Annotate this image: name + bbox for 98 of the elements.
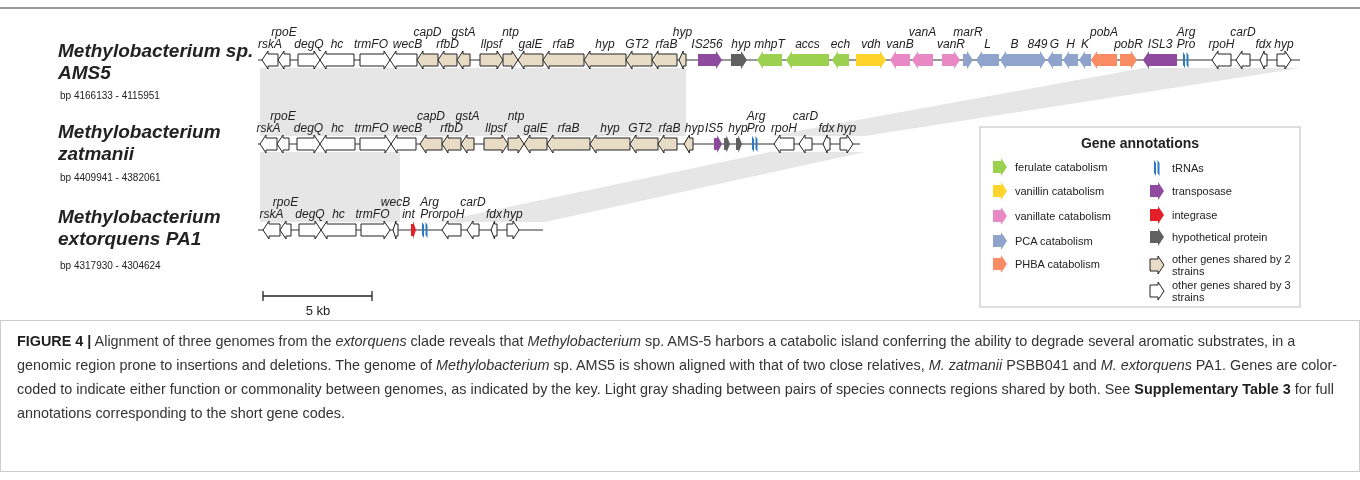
gene-label: galE xyxy=(518,37,543,51)
gene-label: 849 xyxy=(1027,37,1048,51)
coordinate-range: bp 4166133 - 4115951 xyxy=(60,90,160,101)
gene-label: rpoH xyxy=(438,207,465,221)
gene-label: hyp xyxy=(684,121,705,135)
gene-label: B xyxy=(1010,37,1019,51)
gene-label: Pro xyxy=(420,207,439,221)
gene-label: fdx xyxy=(1255,37,1272,51)
gene-label: ntp xyxy=(502,25,519,39)
gene-label: mhpT xyxy=(754,37,785,51)
gene-label: degQ xyxy=(295,207,325,221)
gene-label: degQ xyxy=(294,37,324,51)
gene-label: rfaB xyxy=(658,121,681,135)
gene-label: L xyxy=(984,37,991,51)
coordinate-range: bp 4409941 - 4382061 xyxy=(60,172,161,183)
gene-label: carD xyxy=(792,109,819,123)
gene-label: hyp xyxy=(595,37,615,51)
gene-label: rfaB xyxy=(655,37,678,51)
legend-label: PHBA catabolism xyxy=(1015,258,1101,270)
gene-label: rfbD xyxy=(436,37,459,51)
legend-label: hypothetical protein xyxy=(1172,231,1269,243)
gene-label: carD xyxy=(1230,25,1256,39)
legend-label: other genes shared by 3 strains xyxy=(1172,279,1292,303)
gene-label: hyp xyxy=(836,121,857,135)
figure-caption: FIGURE 4 | Alignment of three genomes from the extorquens clade reveals that Methylobacterium sp. AMS-5 harbors a catabolic island conferring the ability to degrade several aromatic substrates, in a genomic region prone to insertions and deletions. The genome of Methylobacterium sp. AMS5 is shown aligned with that of two close relatives, M. zatmanii PSBB041 and M. extorquens PA1. Genes are color-coded to indicate either function or commonality between genomes, as indicated by the key. Light gray shading between pairs of species connects regions shared by both. See Supplementary Table 3 for full annotations corresponding to the short gene codes. xyxy=(0,320,1360,472)
gene-label: int xyxy=(402,207,415,221)
legend-label: vanillin catabolism xyxy=(1015,185,1106,197)
gene-label: rskA xyxy=(258,37,282,51)
gene-label: rpoE xyxy=(272,195,299,209)
gene-label: ISL3 xyxy=(1147,37,1173,51)
gene-label: rpoE xyxy=(271,25,297,39)
legend-label: PCA catabolism xyxy=(1015,235,1094,247)
gene-label: hc xyxy=(330,37,344,51)
gene-label: hyp xyxy=(503,207,523,221)
gene-label: fdx xyxy=(486,207,502,221)
gene-label: GT2 xyxy=(625,37,649,51)
legend-label: integrase xyxy=(1172,209,1219,221)
coordinate-range: bp 4317930 - 4304624 xyxy=(60,260,161,271)
legend-title: Gene annotations xyxy=(1080,136,1200,150)
gene-label: wecB xyxy=(392,37,423,51)
gene-label: capD xyxy=(417,109,445,123)
gene-label: Pro xyxy=(1176,37,1196,51)
gene-label: rfbD xyxy=(440,121,463,135)
gene-label: trmFO xyxy=(354,121,389,135)
gene-label: pobR xyxy=(1114,37,1143,51)
gene-label: capD xyxy=(413,25,442,39)
legend-label: tRNAs xyxy=(1172,162,1205,174)
gene-label: ntp xyxy=(507,109,525,123)
gene-label: gstA xyxy=(455,109,480,123)
gene-label: hc xyxy=(332,207,345,221)
gene-label: hyp xyxy=(731,37,751,51)
legend-label: ferulate catabolism xyxy=(1015,161,1109,173)
gene-label: vanA xyxy=(908,25,937,39)
genome-name: Methylobacterium extorquens PA1 xyxy=(58,206,222,250)
legend-label: vanillate catabolism xyxy=(1015,210,1112,222)
gene-label: hyp xyxy=(728,121,748,135)
gene-label: Arg xyxy=(746,109,766,123)
gene-label: llpsf xyxy=(480,37,503,51)
gene-label: hyp xyxy=(672,25,693,39)
gene-label: hyp xyxy=(600,121,620,135)
legend-label: transposase xyxy=(1172,185,1233,197)
gene-label: K xyxy=(1081,37,1089,51)
gene-label: hyp xyxy=(1274,37,1294,51)
gene-label: rpoH xyxy=(1208,37,1235,51)
gene-label: rpoH xyxy=(771,121,797,135)
gene-label: IS256 xyxy=(691,37,723,51)
gene-label: trmFO xyxy=(354,37,388,51)
gene-label: degQ xyxy=(293,121,324,135)
gene-label: G xyxy=(1049,37,1060,51)
gene-label: wecB xyxy=(392,121,423,135)
gene-label: Arg xyxy=(1176,25,1196,39)
genome-name: Methylobacterium zatmanii xyxy=(58,121,222,165)
scale-label: 5 kb xyxy=(305,303,331,317)
gene-label: hc xyxy=(331,121,344,135)
gene-label: fdx xyxy=(818,121,835,135)
gene-label: vdh xyxy=(861,37,881,51)
gene-label: gstA xyxy=(451,25,476,39)
gene-label: carD xyxy=(460,195,486,209)
gene-label: GT2 xyxy=(628,121,652,135)
gene-label: ech xyxy=(830,37,851,51)
gene-label: vanB xyxy=(886,37,914,51)
gene-label: rskA xyxy=(256,121,281,135)
gene-label: rpoE xyxy=(270,109,296,123)
gene-label: pobA xyxy=(1090,25,1118,39)
genome-name: Methylobacterium sp. AMS5 xyxy=(58,40,255,84)
gene-label: rfaB xyxy=(552,37,575,51)
gene-label: llpsf xyxy=(485,121,507,135)
gene-label: rfaB xyxy=(557,121,580,135)
gene-label: galE xyxy=(523,121,548,135)
gene-label: accs xyxy=(795,37,820,51)
gene-label: marR xyxy=(953,25,983,39)
gene-label: wecB xyxy=(380,195,411,209)
gene-label: vanR xyxy=(937,37,965,51)
gene-label: IS5 xyxy=(705,121,723,135)
gene-label: H xyxy=(1066,37,1075,51)
gene-label: trmFO xyxy=(355,207,390,221)
gene-label: rskA xyxy=(259,207,284,221)
gene-label: Arg xyxy=(420,195,439,209)
